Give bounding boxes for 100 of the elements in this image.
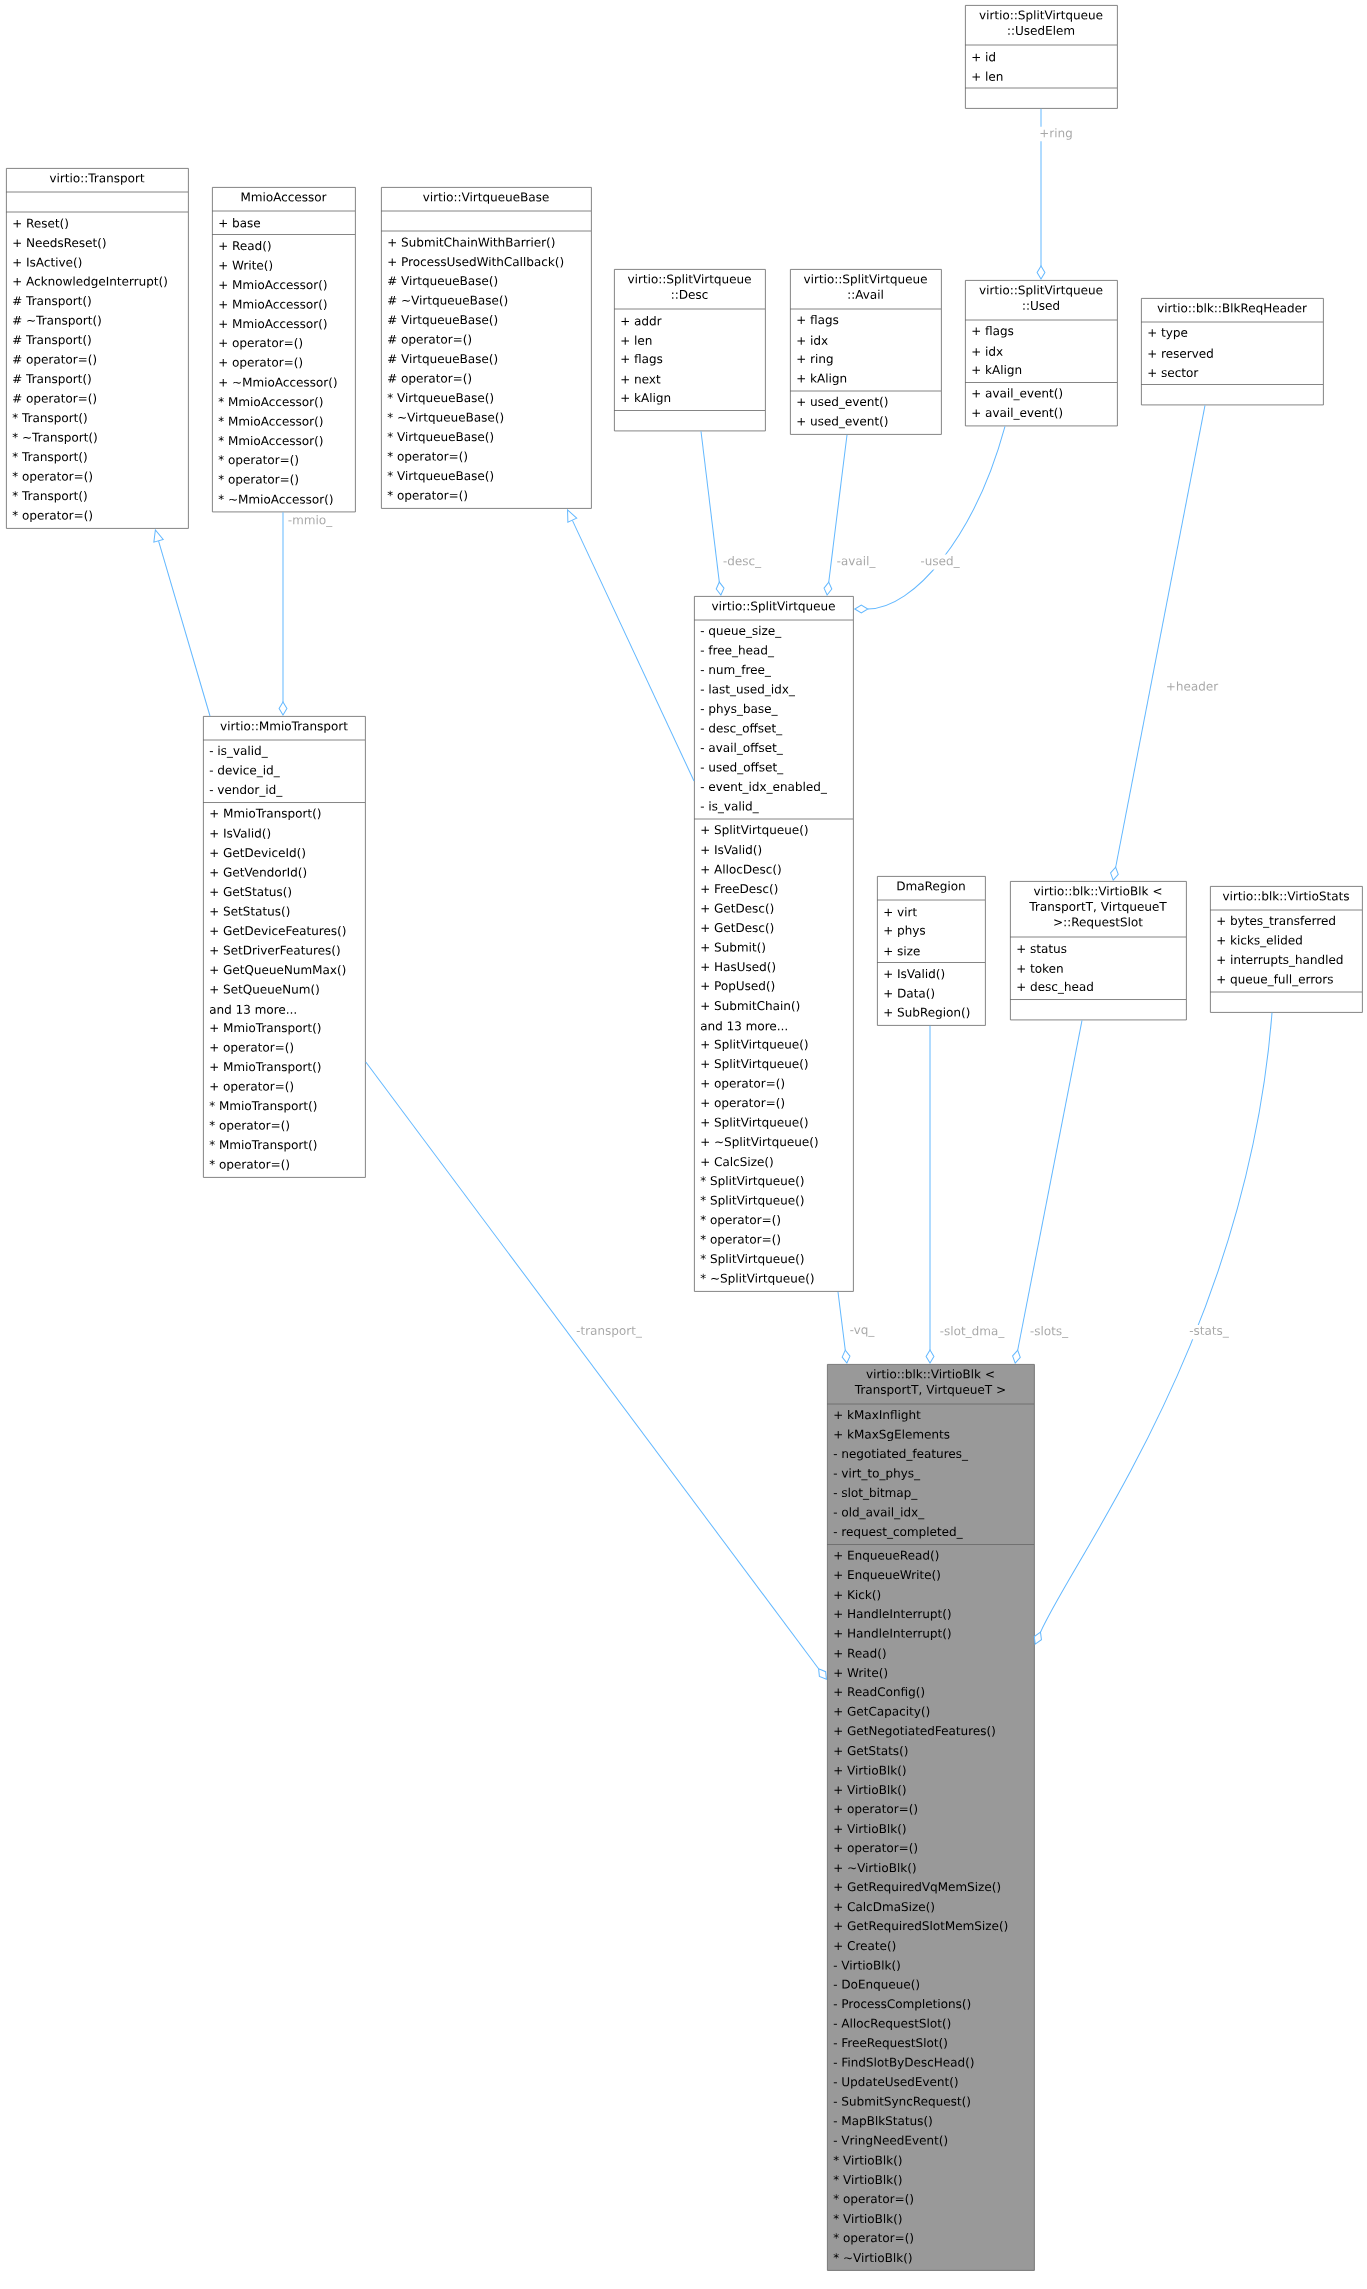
member-text: - FindSlotByDescHead() <box>833 2057 974 2070</box>
member-text: + idx <box>797 335 828 345</box>
member-text: + phys <box>884 925 926 938</box>
member-text: * operator=() <box>209 1120 289 1133</box>
member-text: * MmioAccessor() <box>218 396 323 408</box>
member-text: + used_event() <box>797 416 888 429</box>
member-text: + MmioAccessor() <box>219 279 327 291</box>
connector <box>700 430 725 596</box>
member-text: # ~Transport() <box>13 315 101 328</box>
member-text: # VirtqueueBase() <box>388 353 498 366</box>
member-text: + GetStatus() <box>210 886 291 898</box>
member-text: * operator=() <box>833 2194 913 2206</box>
class-box <box>964 280 1118 427</box>
member-text: * SplitVirtqueue() <box>700 1253 804 1266</box>
edge-label: -used_ <box>918 554 962 570</box>
member-text: # operator=() <box>388 334 472 347</box>
class-box <box>1009 881 1187 1021</box>
member-text: * VirtqueueBase() <box>387 431 494 444</box>
member-text: + operator=() <box>219 337 303 350</box>
member-text: + Kick() <box>834 1589 881 1601</box>
connector <box>365 1061 827 1680</box>
member-text: * Transport() <box>12 412 87 425</box>
member-text: * ~VirtioBlk() <box>833 2252 912 2264</box>
member-text: - DoEnqueue() <box>833 1979 920 1992</box>
member-text: + operator=() <box>219 357 303 370</box>
member-text: - device_id_ <box>209 765 280 778</box>
member-text: - queue_size_ <box>700 625 782 638</box>
member-text: # operator=() <box>388 373 472 386</box>
member-text: + kAlign <box>797 373 847 386</box>
class-box <box>826 1364 1035 2271</box>
member-text: + flags <box>972 325 1014 338</box>
member-text: - used_offset_ <box>700 762 784 775</box>
member-text: + GetRequiredSlotMemSize() <box>834 1920 1008 1933</box>
edge-label: -slots_ <box>1028 1324 1070 1340</box>
member-text: + GetCapacity() <box>834 1706 930 1719</box>
class-box <box>613 269 766 432</box>
member-text: + next <box>621 374 661 384</box>
member-text: - event_idx_enabled_ <box>700 781 827 794</box>
class-name: virtio::blk::VirtioBlk < TransportT, VirtqueueT >::RequestSlot <box>1029 886 1167 929</box>
edge-label: -avail_ <box>835 554 877 570</box>
member-text: + len <box>972 71 1003 81</box>
connector <box>854 425 1006 614</box>
member-text: + GetNegotiatedFeatures() <box>834 1725 995 1738</box>
member-text: + desc_head <box>1017 981 1093 994</box>
member-text: + Read() <box>219 240 271 252</box>
edge-label: -desc_ <box>721 554 763 570</box>
member-text: + AllocDesc() <box>701 864 781 876</box>
member-text: + token <box>1017 963 1063 973</box>
class-name: virtio::SplitVirtqueue ::Used <box>979 285 1103 310</box>
member-text: + kAlign <box>972 364 1022 377</box>
member-text: + kAlign <box>621 392 671 405</box>
member-text: + MmioTransport() <box>210 1061 321 1074</box>
member-text: + ~VirtioBlk() <box>834 1862 916 1874</box>
member-text: * operator=() <box>12 510 92 523</box>
member-text: * Transport() <box>12 451 87 464</box>
member-text: + status <box>1017 944 1067 954</box>
member-text: + MmioAccessor() <box>219 299 327 311</box>
member-text: * ~VirtqueueBase() <box>387 412 504 425</box>
member-text: * VirtqueueBase() <box>387 470 494 483</box>
member-text: * ~SplitVirtqueue() <box>700 1273 814 1286</box>
member-text: + FreeDesc() <box>701 883 778 895</box>
member-text: * operator=() <box>700 1234 780 1247</box>
member-text: * operator=() <box>700 1214 780 1227</box>
member-text: - last_used_idx_ <box>700 684 795 697</box>
class-name: virtio::Transport <box>49 173 145 185</box>
member-text: + HandleInterrupt() <box>834 1628 951 1641</box>
member-text: + SplitVirtqueue() <box>701 1117 808 1130</box>
member-text: + operator=() <box>701 1097 785 1110</box>
class-box <box>693 596 854 1292</box>
class-name: virtio::SplitVirtqueue ::Avail <box>803 274 927 299</box>
connector <box>925 1025 935 1364</box>
member-text: - FreeRequestSlot() <box>833 2037 947 2050</box>
member-text: + interrupts_handled <box>1217 954 1343 967</box>
member-text: + HandleInterrupt() <box>834 1608 951 1621</box>
member-text: * operator=() <box>387 490 467 503</box>
member-text: and 13 more... <box>209 1004 296 1014</box>
class-name: virtio::SplitVirtqueue ::UsedElem <box>979 10 1103 35</box>
connector <box>278 511 288 716</box>
member-text: + id <box>972 52 995 62</box>
class-box <box>1140 298 1324 406</box>
member-text: # Transport() <box>13 373 91 386</box>
member-text: + NeedsReset() <box>13 237 106 249</box>
member-text: + GetDesc() <box>701 922 774 934</box>
member-text: + addr <box>621 316 662 326</box>
connector <box>1110 404 1206 881</box>
member-text: * VirtioBlk() <box>833 2174 902 2186</box>
member-text: + GetStats() <box>834 1745 908 1757</box>
class-name: virtio::VirtqueueBase <box>423 192 549 204</box>
member-text: + avail_event() <box>972 388 1063 401</box>
member-text: + queue_full_errors <box>1217 974 1333 987</box>
member-text: + SubRegion() <box>884 1007 970 1020</box>
member-text: + HasUsed() <box>701 961 776 973</box>
member-text: - negotiated_features_ <box>833 1448 969 1461</box>
member-text: + operator=() <box>701 1078 785 1091</box>
member-text: * VirtioBlk() <box>833 2213 902 2225</box>
member-text: + ~SplitVirtqueue() <box>701 1136 818 1149</box>
edge-label: -mmio_ <box>286 513 334 529</box>
member-text: # VirtqueueBase() <box>388 314 498 327</box>
member-text: + Data() <box>884 988 935 1000</box>
member-text: + GetVendorId() <box>210 867 307 879</box>
